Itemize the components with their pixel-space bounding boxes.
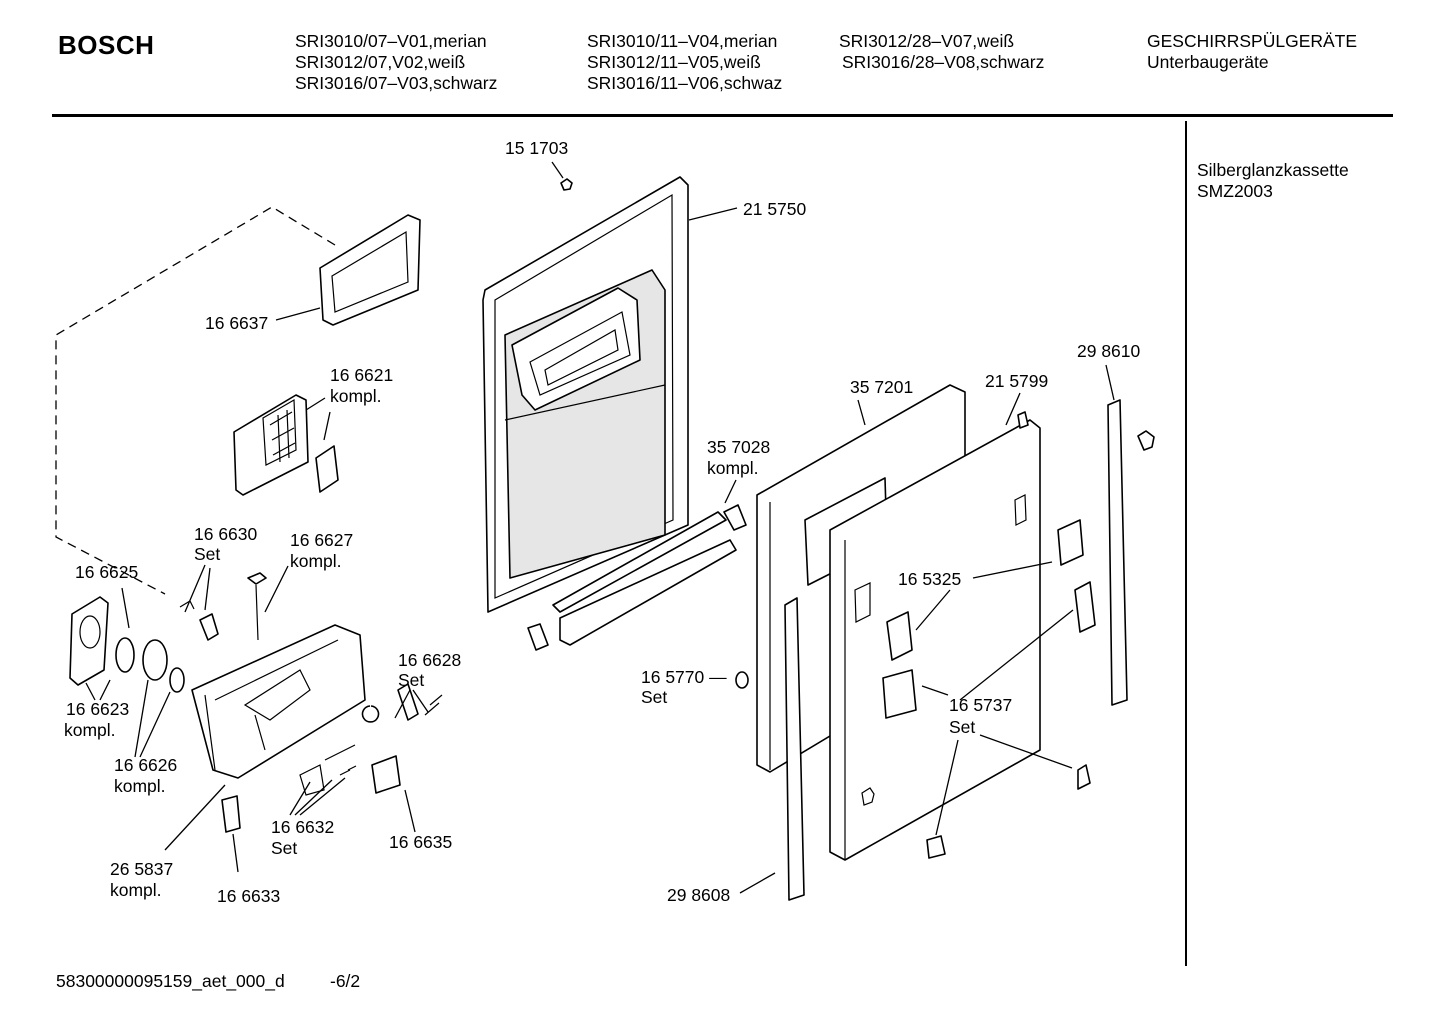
label-265837: 26 5837 <box>110 859 173 879</box>
label-165325: 16 5325 <box>898 569 961 589</box>
label-166627-sub: kompl. <box>290 551 342 571</box>
label-166632-sub: Set <box>271 838 297 858</box>
strip-298610 <box>1105 364 1155 706</box>
label-166630-sub: Set <box>194 544 220 564</box>
label-166633: 16 6633 <box>217 886 280 906</box>
sidebar-note: SMZ2003 <box>1197 181 1273 201</box>
strip-298608 <box>739 597 805 901</box>
inner-door-panel <box>482 176 738 613</box>
page-number: -6/2 <box>330 971 361 991</box>
label-357028-sub: kompl. <box>707 458 759 478</box>
label-298608: 29 8608 <box>667 885 730 905</box>
dispenser-265837 <box>164 624 366 873</box>
model-entry: SRI3016/28–V08,schwarz <box>842 52 1045 72</box>
label-165770: 16 5770 — <box>641 667 727 687</box>
screw-151703 <box>551 161 573 191</box>
category-title: GESCHIRRSPÜLGERÄTE <box>1147 31 1358 51</box>
brand-logo: BOSCH <box>58 30 155 60</box>
label-166626: 16 6626 <box>114 755 177 775</box>
model-entry: SRI3016/11–V06,schwaz <box>587 73 783 93</box>
label-166623-sub: kompl. <box>64 720 116 740</box>
label-166626-sub: kompl. <box>114 776 166 796</box>
label-357028: 35 7028 <box>707 437 770 457</box>
label-166637: 16 6637 <box>205 313 268 333</box>
label-165737-sub: Set <box>949 717 975 737</box>
category-block: GESCHIRRSPÜLGERÄTE Unterbaugeräte <box>1147 31 1357 73</box>
model-entry: SRI3012/07,V02,weiß <box>295 52 466 72</box>
assembly-dash-line <box>55 206 336 595</box>
sidebar-notes: Silberglanzkassette SMZ2003 <box>1197 160 1349 202</box>
label-166635: 16 6635 <box>389 832 452 852</box>
sidebar-divider <box>1185 121 1187 966</box>
model-entry: SRI3016/07–V03,schwarz <box>295 73 498 93</box>
model-list-col3: SRI3012/28–V07,weiß SRI3016/28–V08,schwa… <box>839 31 1044 73</box>
label-166632: 16 6632 <box>271 817 334 837</box>
model-entry: SRI3012/28–V07,weiß <box>839 31 1015 51</box>
label-357201: 35 7201 <box>850 377 913 397</box>
sidebar-note: Silberglanzkassette <box>1197 160 1349 180</box>
model-list-col2: SRI3010/11–V04,merian SRI3012/11–V05,wei… <box>587 31 782 94</box>
label-166630: 16 6630 <box>194 524 258 544</box>
cover-166621 <box>233 394 339 496</box>
label-166625: 16 6625 <box>75 562 138 582</box>
label-215799: 21 5799 <box>985 371 1048 391</box>
label-165770-sub: Set <box>641 687 667 707</box>
model-entry: SRI3010/11–V04,merian <box>587 31 778 51</box>
document-id: 58300000095159_aet_000_d <box>56 971 285 991</box>
label-215750: 21 5750 <box>743 199 807 219</box>
part-labels: 15 1703 21 5750 16 6637 16 6621 kompl. 2… <box>64 138 1141 906</box>
label-166621: 16 6621 <box>330 365 393 385</box>
model-entry: SRI3012/11–V05,weiß <box>587 52 761 72</box>
label-165737: 16 5737 <box>949 695 1012 715</box>
bar-357028 <box>527 479 747 651</box>
label-298610: 29 8610 <box>1077 341 1141 361</box>
frame-166637 <box>275 214 421 326</box>
door-215799 <box>829 392 1041 861</box>
cap-165770 <box>735 671 749 689</box>
left-small-parts <box>69 564 443 833</box>
model-entry: SRI3010/07–V01,merian <box>295 31 487 51</box>
label-151703: 15 1703 <box>505 138 568 158</box>
label-166628: 16 6628 <box>398 650 461 670</box>
hinge-parts <box>882 519 1096 859</box>
label-166623: 16 6623 <box>66 699 129 719</box>
label-265837-sub: kompl. <box>110 880 162 900</box>
model-list-col1: SRI3010/07–V01,merian SRI3012/07,V02,wei… <box>295 31 497 94</box>
label-166621-sub: kompl. <box>330 386 382 406</box>
header-divider <box>52 114 1393 117</box>
label-166628-sub: Set <box>398 670 424 690</box>
label-166627: 16 6627 <box>290 530 353 550</box>
category-subtitle: Unterbaugeräte <box>1147 52 1269 72</box>
